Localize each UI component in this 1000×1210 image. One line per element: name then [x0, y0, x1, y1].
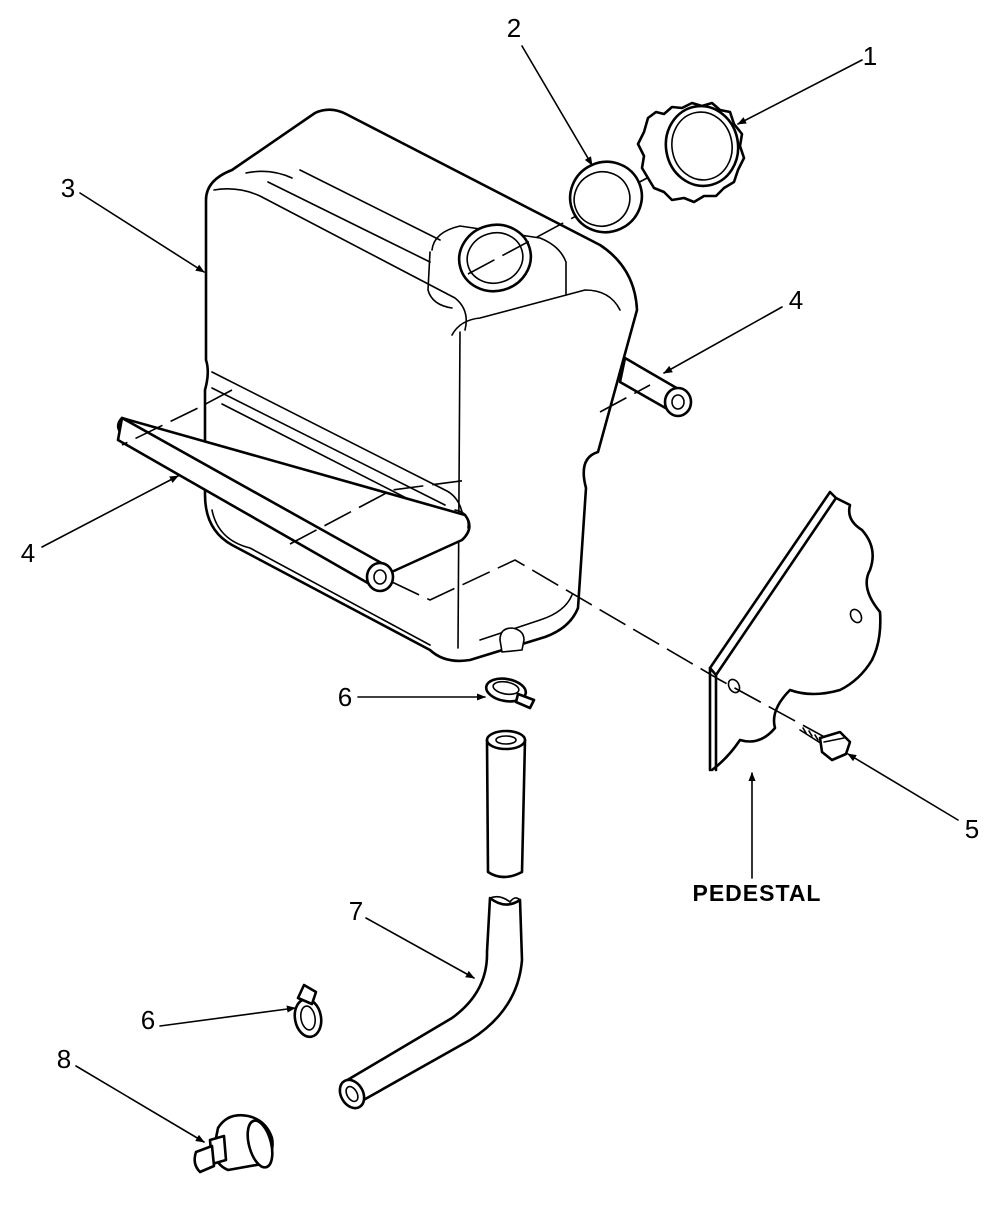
tube-left [116, 416, 471, 593]
tube-left-centerline [121, 389, 233, 446]
leader-1 [737, 59, 863, 125]
callout-4-left: 4 [21, 538, 35, 568]
mount-centerline [391, 559, 831, 741]
leader-7 [365, 917, 475, 979]
callout-6-upper: 6 [338, 682, 352, 712]
tube-right-centerline [599, 384, 651, 413]
callout-2: 2 [507, 13, 521, 43]
pedestal-label: PEDESTAL [693, 880, 822, 906]
leader-4-left [41, 475, 179, 548]
callout-5: 5 [965, 814, 979, 844]
leader-5 [847, 753, 959, 821]
filler-cap [636, 101, 746, 204]
callout-4-right: 4 [789, 285, 803, 315]
hose-clamp-lower [293, 983, 323, 1039]
leader-3 [79, 192, 205, 273]
callout-numbers: 1 2 3 4 4 5 6 6 7 8 PEDESTAL [21, 13, 979, 1074]
mounting-screw [799, 727, 852, 762]
tube-right [618, 356, 693, 418]
hose-lower-segment [338, 895, 524, 1110]
leader-2 [521, 45, 593, 166]
callout-6-lower: 6 [141, 1005, 155, 1035]
callout-1: 1 [863, 41, 877, 71]
hose-clamp-upper [484, 677, 536, 710]
check-valve [193, 1113, 274, 1174]
callout-8: 8 [57, 1044, 71, 1074]
callout-leaders [41, 45, 959, 1143]
callout-3: 3 [61, 173, 75, 203]
leader-4-right [663, 306, 783, 374]
pedestal-bracket [708, 490, 882, 772]
leader-8 [75, 1065, 205, 1143]
tube-left-centerline-2 [289, 479, 469, 545]
callout-7: 7 [349, 896, 363, 926]
hose-upper-segment [485, 729, 527, 879]
leader-6-lower [159, 1005, 296, 1027]
